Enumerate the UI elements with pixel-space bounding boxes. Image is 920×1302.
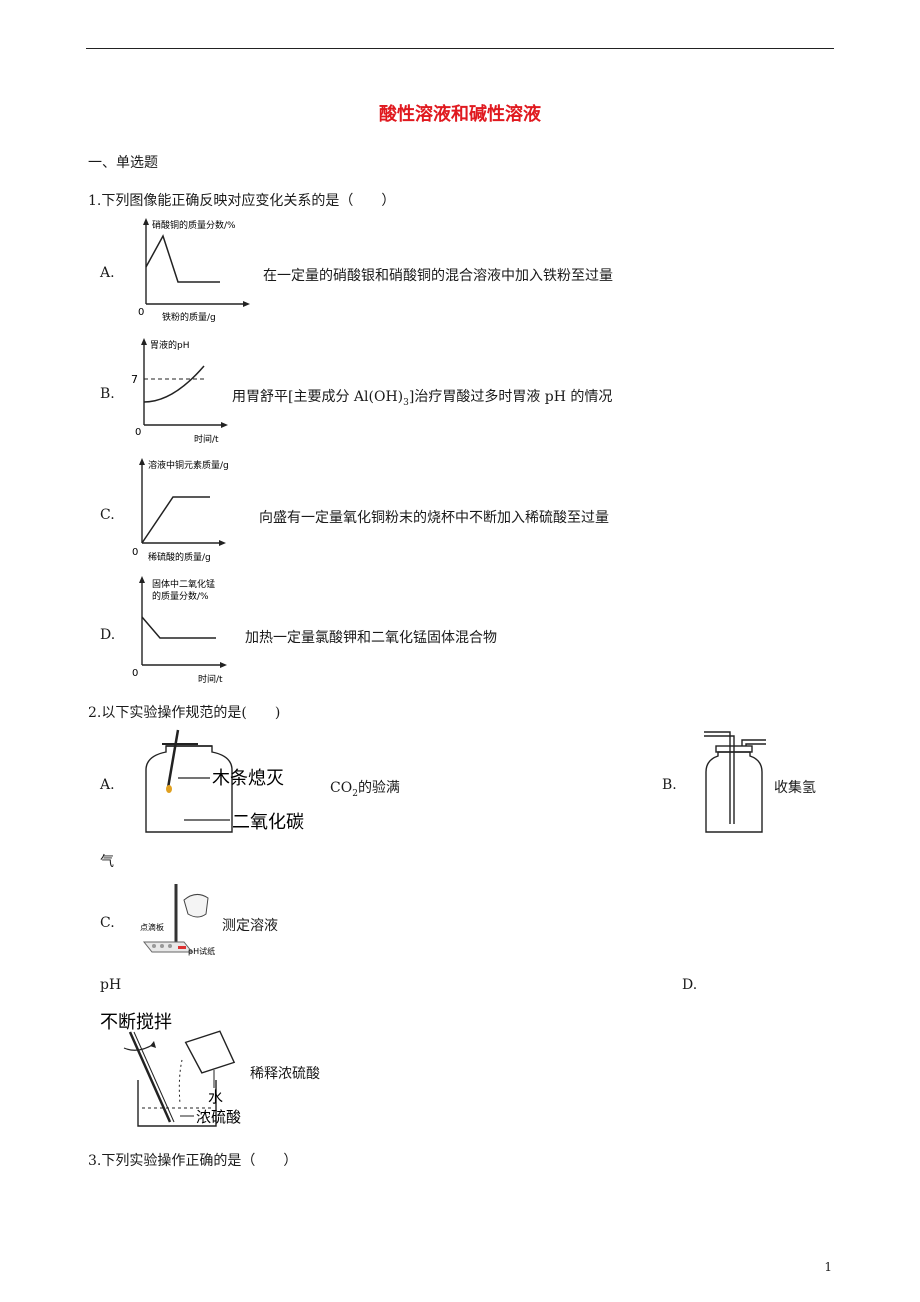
- page-number: 1: [824, 1260, 832, 1274]
- q2-option-a-letter: A.: [100, 777, 115, 793]
- q2-option-b-caption-wrap: 气: [100, 854, 114, 870]
- q2-option-d-letter: D.: [682, 977, 698, 993]
- q1-a-xlabel: 铁粉的质量/g: [162, 311, 216, 323]
- q1-option-a-text: 在一定量的硝酸银和硝酸铜的混合溶液中加入铁粉至过量: [263, 268, 613, 284]
- q1-option-b-text: 用胃舒平[主要成分 Al(OH)3]治疗胃酸过多时胃液 pH 的情况: [232, 389, 613, 408]
- q2-option-a-caption: CO2的验满: [330, 780, 400, 799]
- question-2-stem: 2.以下实验操作规范的是( ): [88, 705, 281, 721]
- q2-option-b-letter: B.: [662, 777, 677, 793]
- q1-option-d-text: 加热一定量氯酸钾和二氧化锰固体混合物: [245, 630, 497, 646]
- q2-option-c-figure: 点滴板 pH试纸: [136, 880, 226, 962]
- q2-option-b-caption: 收集氢: [774, 780, 816, 796]
- q2-c-paper-label: pH试纸: [188, 946, 215, 956]
- q2-option-d-figure: 不断搅拌 水 浓硫酸: [98, 1008, 248, 1136]
- q1-b-xlabel: 时间/t: [194, 433, 219, 445]
- q1-c-origin: 0: [132, 547, 138, 558]
- q1-c-xlabel: 稀硫酸的质量/g: [148, 551, 211, 563]
- q1-option-a-letter: A.: [100, 265, 115, 281]
- q1-d-xlabel: 时间/t: [198, 673, 223, 685]
- question-1-stem: 1.下列图像能正确反映对应变化关系的是（ ）: [88, 193, 396, 209]
- q1-option-c-graph: 溶液中铜元素质量/g 稀硫酸的质量/g 0: [128, 452, 268, 567]
- q2-c-plate-label: 点滴板: [140, 922, 164, 932]
- q2-a-stick-label: 木条熄灭: [212, 768, 284, 789]
- q1-d-ylabel-1: 固体中二氧化锰: [152, 578, 215, 590]
- q1-d-ylabel-2: 的质量分数/%: [152, 590, 209, 602]
- q1-option-b-letter: B.: [100, 386, 115, 402]
- q1-c-ylabel: 溶液中铜元素质量/g: [148, 459, 229, 471]
- q1-d-origin: 0: [132, 668, 138, 679]
- q1-b-origin: 0: [135, 427, 141, 438]
- q1-option-c-letter: C.: [100, 507, 115, 523]
- q1-a-origin: 0: [138, 307, 144, 318]
- q2-option-d-caption: 稀释浓硫酸: [250, 1066, 320, 1082]
- q1-option-d-letter: D.: [100, 627, 116, 643]
- q1-a-ylabel: 硝酸铜的质量分数/%: [152, 219, 236, 231]
- q1-option-c-text: 向盛有一定量氧化铜粉末的烧杯中不断加入稀硫酸至过量: [259, 510, 609, 526]
- page-title: 酸性溶液和碱性溶液: [379, 104, 541, 125]
- q1-option-d-graph: 固体中二氧化锰 的质量分数/% 时间/t 0: [128, 572, 238, 687]
- q1-b-ylabel: 胃液的pH: [150, 339, 189, 351]
- q2-option-a-figure: 木条熄灭 二氧化碳: [138, 728, 328, 838]
- q2-option-c-letter: C.: [100, 915, 115, 931]
- section-heading: 一、单选题: [88, 155, 158, 171]
- q2-a-gas-label: 二氧化碳: [232, 812, 304, 833]
- q1-option-b-graph: 胃液的pH 7 时间/t 0: [128, 332, 238, 447]
- header-rule: [86, 48, 834, 49]
- q1-b-tick: 7: [131, 373, 138, 386]
- q2-d-water-label: 水: [208, 1088, 223, 1106]
- q2-d-stir-label: 不断搅拌: [100, 1012, 172, 1033]
- q2-option-b-figure: [700, 724, 770, 839]
- q1-option-a-graph: 硝酸铜的质量分数/% 铁粉的质量/g 0: [128, 212, 268, 327]
- q2-d-acid-label: 浓硫酸: [196, 1108, 241, 1126]
- q2-option-c-caption-wrap: pH: [100, 977, 122, 993]
- q2-option-c-caption: 测定溶液: [222, 918, 278, 934]
- question-3-stem: 3.下列实验操作正确的是（ ）: [88, 1153, 298, 1169]
